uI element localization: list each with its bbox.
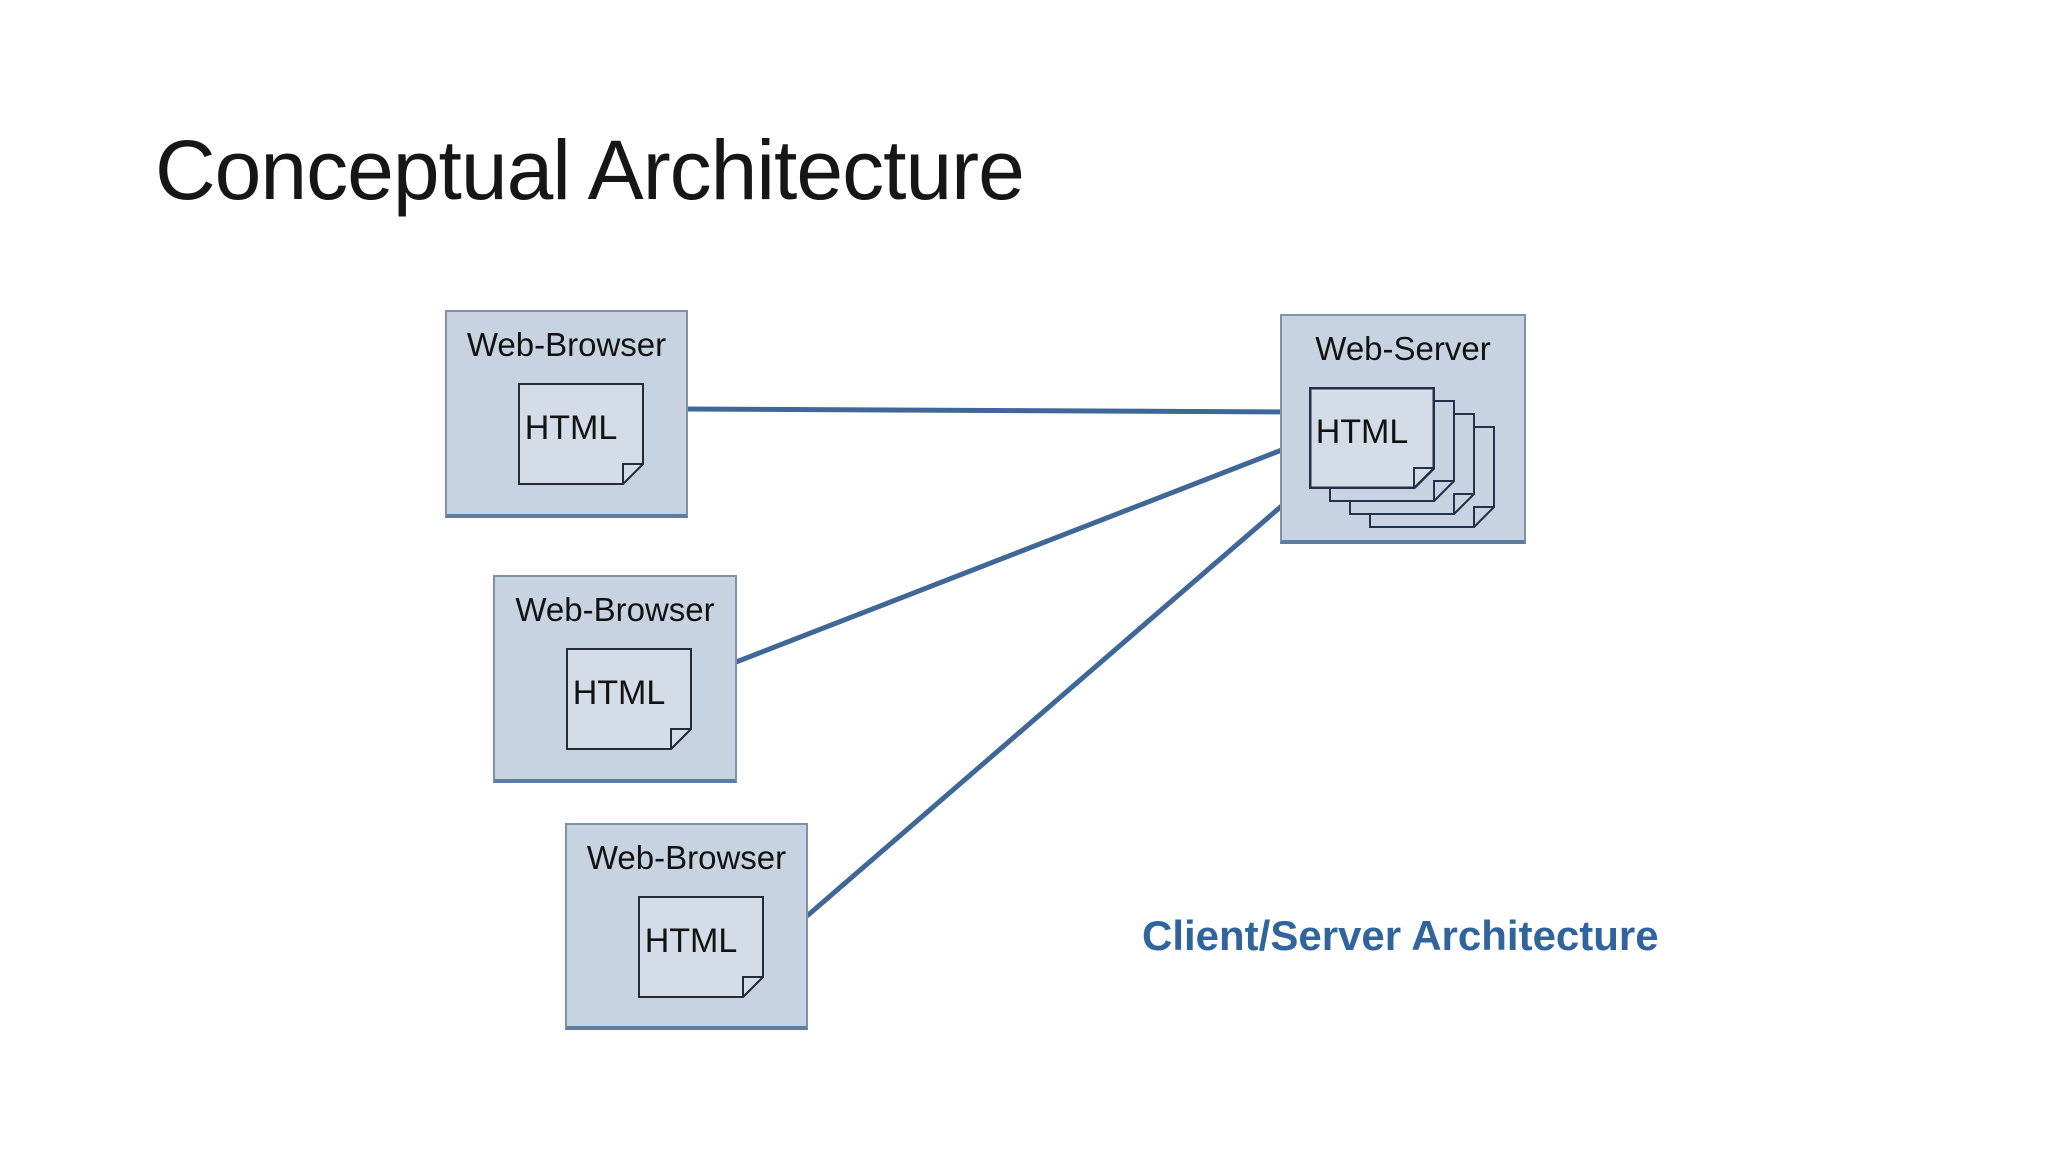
- html-document-icon: HTML: [518, 383, 644, 485]
- connector-line-browser2-server: [735, 443, 1293, 665]
- html-document-icon: [1309, 387, 1435, 489]
- web-browser-1-title: Web-Browser: [466, 326, 667, 363]
- web-server-node: Web-Server HTML: [1280, 314, 1526, 544]
- document-label: HTML: [644, 921, 738, 960]
- connector-line-browser1-server: [686, 406, 1293, 415]
- web-browser-node-2: Web-Browser HTML: [493, 575, 737, 783]
- html-document-icon: HTML: [638, 896, 764, 998]
- web-browser-2-title: Web-Browser: [515, 591, 715, 628]
- document-label: HTML: [524, 408, 618, 447]
- html-document-icon: HTML: [566, 648, 692, 750]
- slide-title: Conceptual Architecture: [155, 123, 1025, 217]
- document-label: HTML: [572, 673, 666, 712]
- web-server-title: Web-Server: [1315, 330, 1491, 367]
- web-browser-node-1: Web-Browser HTML: [445, 310, 688, 518]
- document-label: HTML: [1315, 412, 1409, 451]
- connector-line-browser3-server: [805, 495, 1294, 918]
- web-browser-node-3: Web-Browser HTML: [565, 823, 808, 1030]
- html-document-stack-icon: HTML: [1309, 387, 1499, 532]
- web-browser-3-title: Web-Browser: [586, 839, 787, 876]
- diagram-caption: Client/Server Architecture: [1142, 912, 1659, 959]
